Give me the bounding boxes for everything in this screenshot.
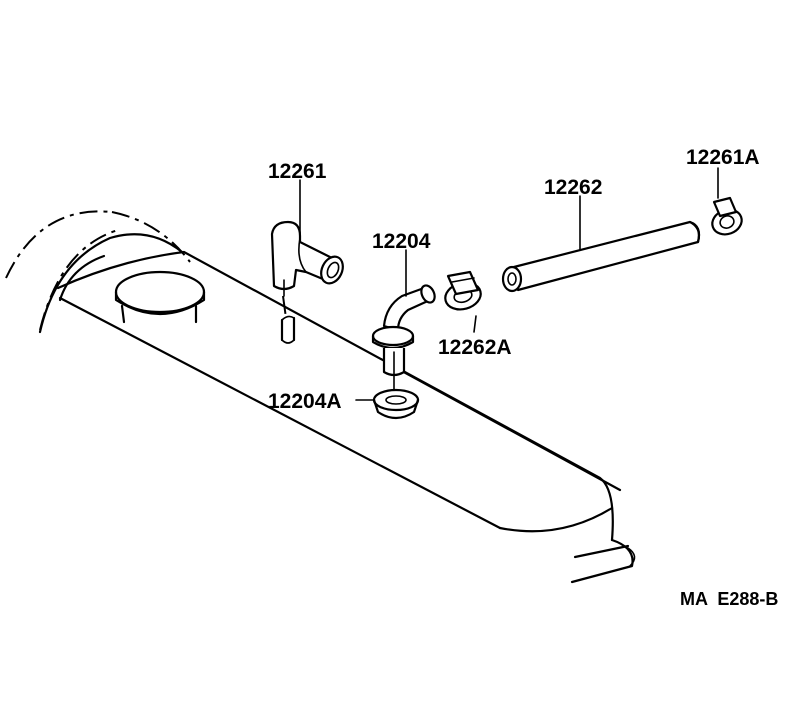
label-12204: 12204 xyxy=(372,230,431,253)
label-12261: 12261 xyxy=(268,160,327,183)
label-12262A: 12262A xyxy=(438,336,512,359)
clip-12262A[interactable] xyxy=(442,270,484,313)
clip-12261A[interactable] xyxy=(709,196,745,238)
label-12204A: 12204A xyxy=(268,390,342,413)
label-12262: 12262 xyxy=(544,176,602,199)
diagram-code: MA E288-B xyxy=(680,589,778,609)
leader-lines xyxy=(299,167,719,401)
cylinder-head-cover xyxy=(5,210,636,584)
hose-12261[interactable] xyxy=(270,220,347,319)
hose-12262[interactable] xyxy=(501,220,701,293)
pcv-valve-12204[interactable] xyxy=(371,283,437,395)
grommet-12204A[interactable] xyxy=(372,388,420,420)
label-12261A: 12261A xyxy=(686,146,760,169)
